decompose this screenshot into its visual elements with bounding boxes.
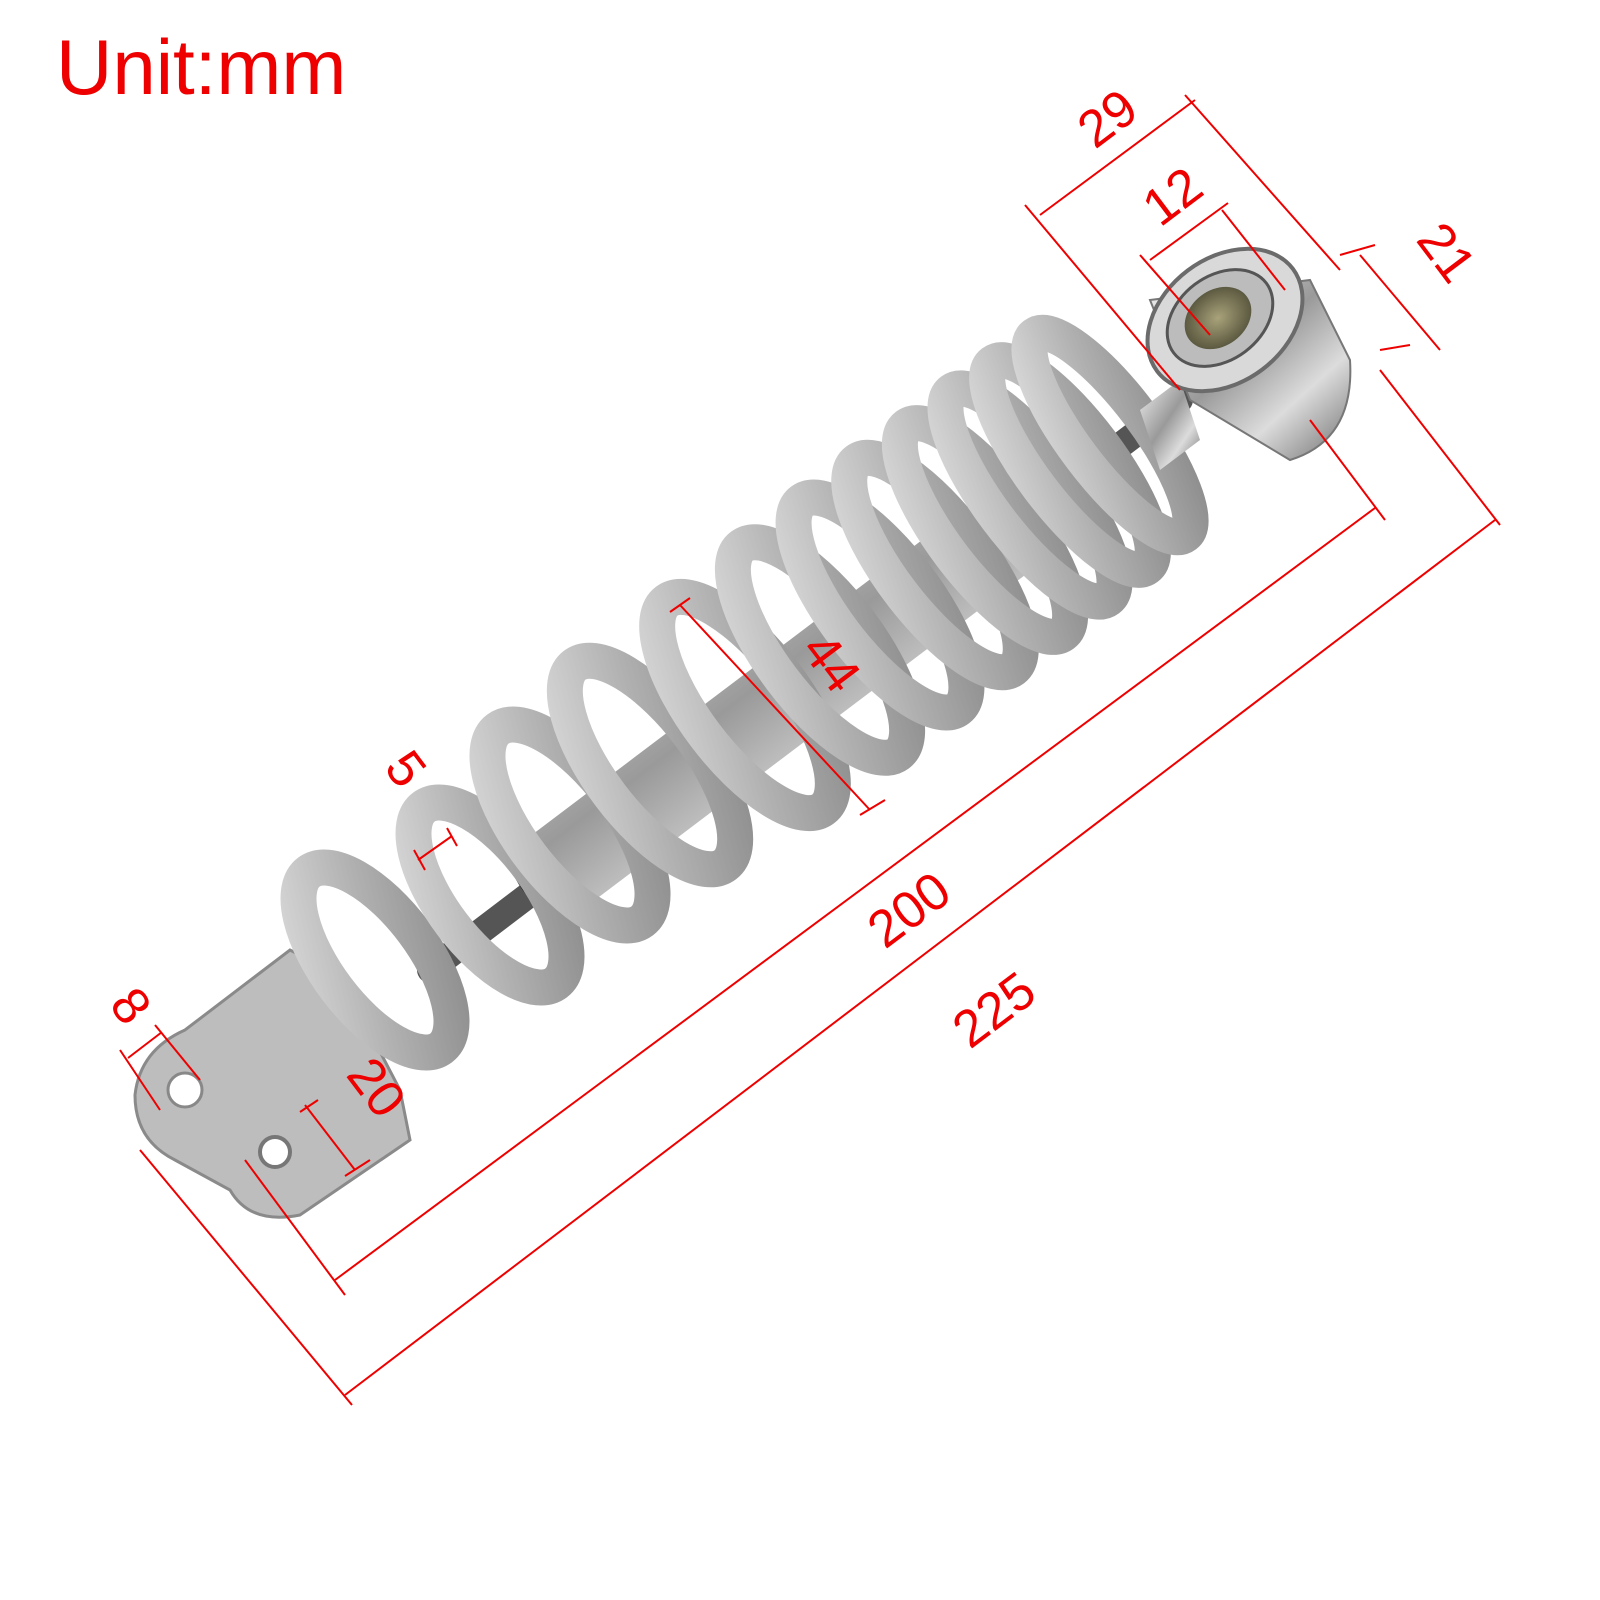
label-eye-thickness: 21 xyxy=(1405,212,1486,293)
label-eye-bore: 12 xyxy=(1132,156,1213,237)
label-overall-length: 225 xyxy=(942,961,1046,1060)
label-eye-outer-width: 29 xyxy=(1067,78,1148,159)
coil-spring xyxy=(280,314,1209,1071)
label-spring-length: 200 xyxy=(857,861,961,960)
label-hole-diameter: 8 xyxy=(98,977,162,1035)
unit-title: Unit:mm xyxy=(56,23,347,111)
dimension-lines xyxy=(119,94,1501,1406)
